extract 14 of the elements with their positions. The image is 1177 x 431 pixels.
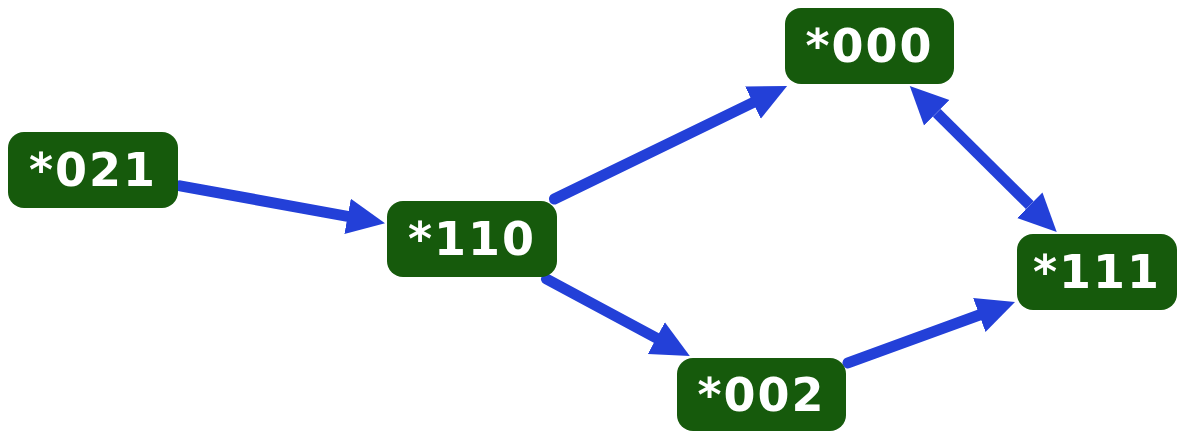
arrow: [548, 86, 788, 205]
node-label: *000: [805, 19, 934, 73]
node-box: [785, 8, 954, 84]
node-label: *111: [1032, 245, 1162, 299]
arrow: [909, 86, 1057, 232]
node-label: *021: [28, 143, 158, 197]
arrow: [540, 273, 690, 356]
node-box: [1017, 234, 1177, 310]
node-box: [677, 358, 846, 431]
node-label: *002: [697, 367, 826, 422]
node-label: *110: [407, 212, 537, 266]
arrow: [842, 298, 1015, 369]
node-box: [8, 132, 178, 208]
node-box: [387, 201, 557, 277]
